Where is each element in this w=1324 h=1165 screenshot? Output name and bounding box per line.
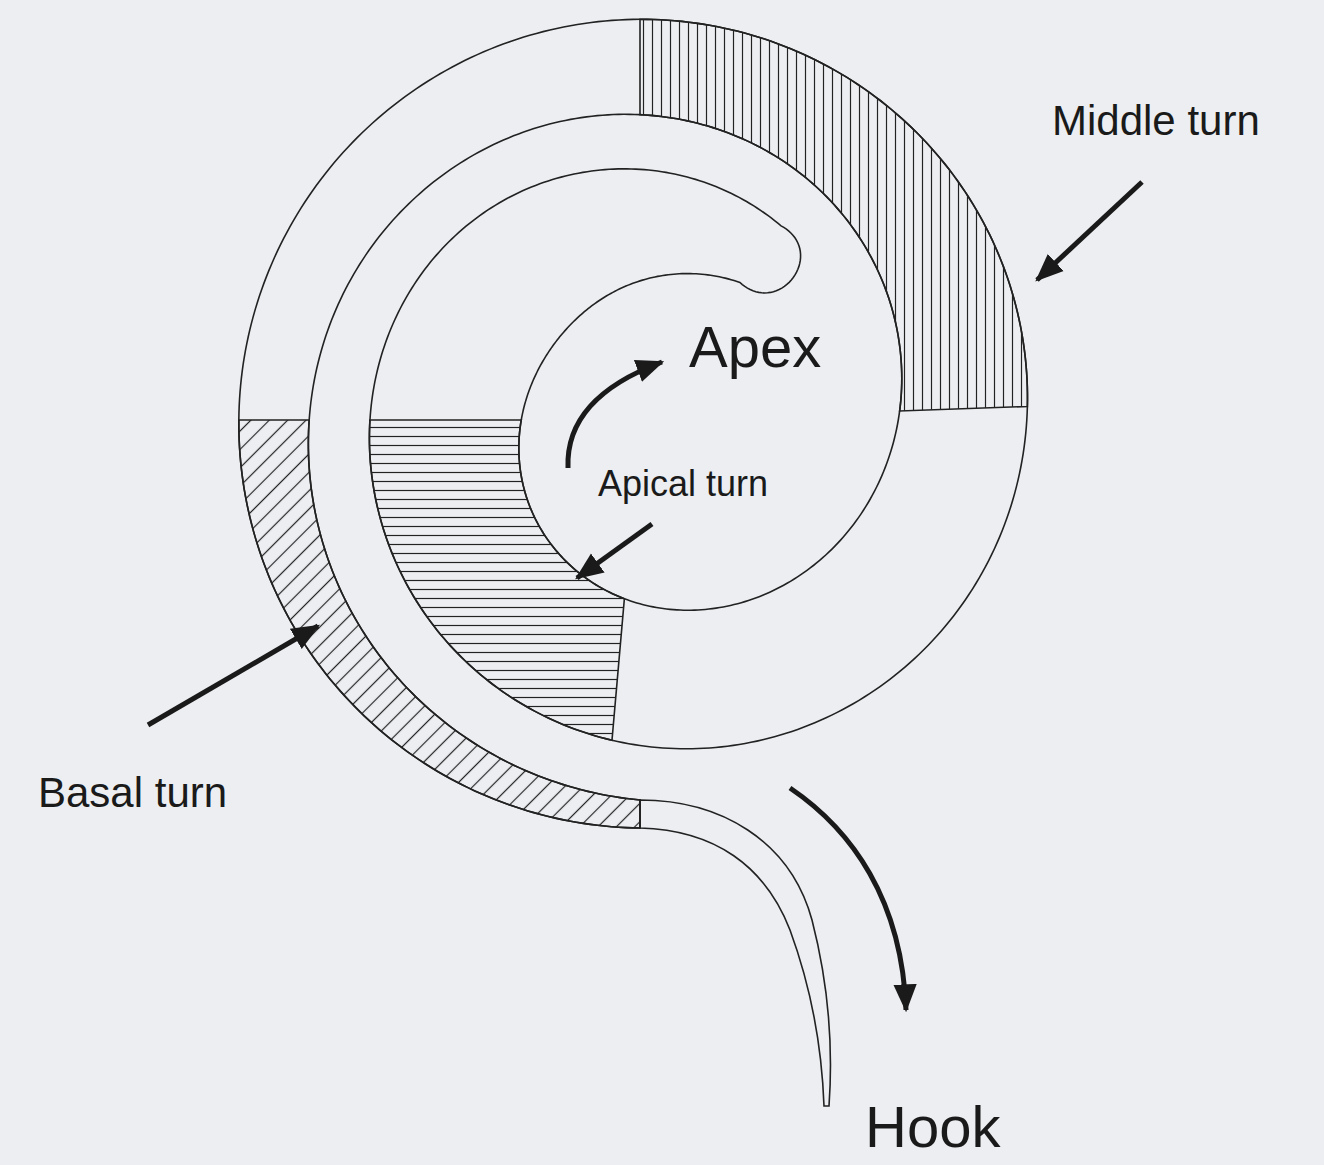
direction-arrow (568, 362, 662, 468)
basal-hatch (239, 420, 640, 828)
middle-hatch (640, 19, 1027, 411)
turn-label: Basal turn (35, 772, 230, 814)
spiral-outline (239, 19, 1028, 828)
pointer-arrow (1037, 182, 1142, 280)
turn-label: Apical turn (595, 466, 771, 502)
pointer-arrow (577, 524, 652, 578)
hook-label: Hook (862, 1098, 1003, 1156)
pointer-arrow (148, 626, 318, 725)
hook-outline (640, 800, 831, 1106)
apex-label: Apex (686, 318, 824, 376)
direction-arrow (790, 788, 906, 1010)
apical-hatch (369, 420, 624, 740)
turn-label: Middle turn (1049, 100, 1263, 142)
